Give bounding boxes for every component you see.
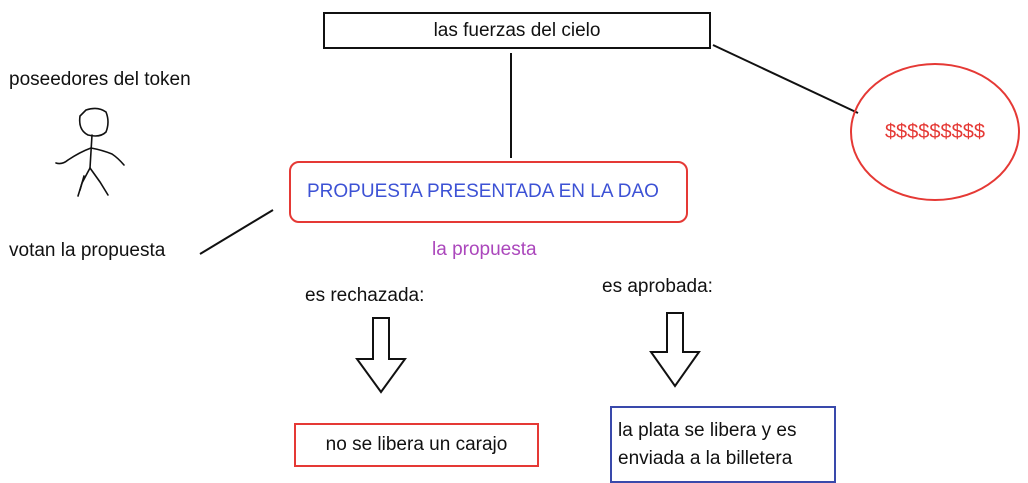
top-box: las fuerzas del cielo xyxy=(323,12,711,49)
subject-label: la propuesta xyxy=(432,239,537,260)
vote-label: votan la propuesta xyxy=(9,240,166,261)
rejected-label: es rechazada: xyxy=(305,285,425,306)
down-arrow-icon xyxy=(355,317,407,394)
rejected-result-box: no se libera un carajo xyxy=(294,423,539,467)
approved-label: es aprobada: xyxy=(602,276,713,297)
approved-result-box: la plata se libera y es enviada a la bil… xyxy=(610,406,836,483)
rejected-result-label: no se libera un carajo xyxy=(325,434,508,455)
proposal-label: PROPUESTA PRESENTADA EN LA DAO xyxy=(307,181,659,202)
approved-result-line1: la plata se libera y es xyxy=(618,419,797,441)
proposal-box: PROPUESTA PRESENTADA EN LA DAO xyxy=(289,161,688,223)
holders-label: poseedores del token xyxy=(9,69,191,90)
vote-to-proposal-line xyxy=(199,209,274,255)
top-box-label: las fuerzas del cielo xyxy=(433,19,601,41)
money-label: $$$$$$$$$ xyxy=(884,120,986,143)
top-to-money-line xyxy=(712,44,859,114)
approved-result-line2: enviada a la billetera xyxy=(618,447,793,469)
stick-figure-icon xyxy=(55,107,125,197)
down-arrow-icon xyxy=(649,312,701,388)
money-oval: $$$$$$$$$ xyxy=(850,63,1020,201)
